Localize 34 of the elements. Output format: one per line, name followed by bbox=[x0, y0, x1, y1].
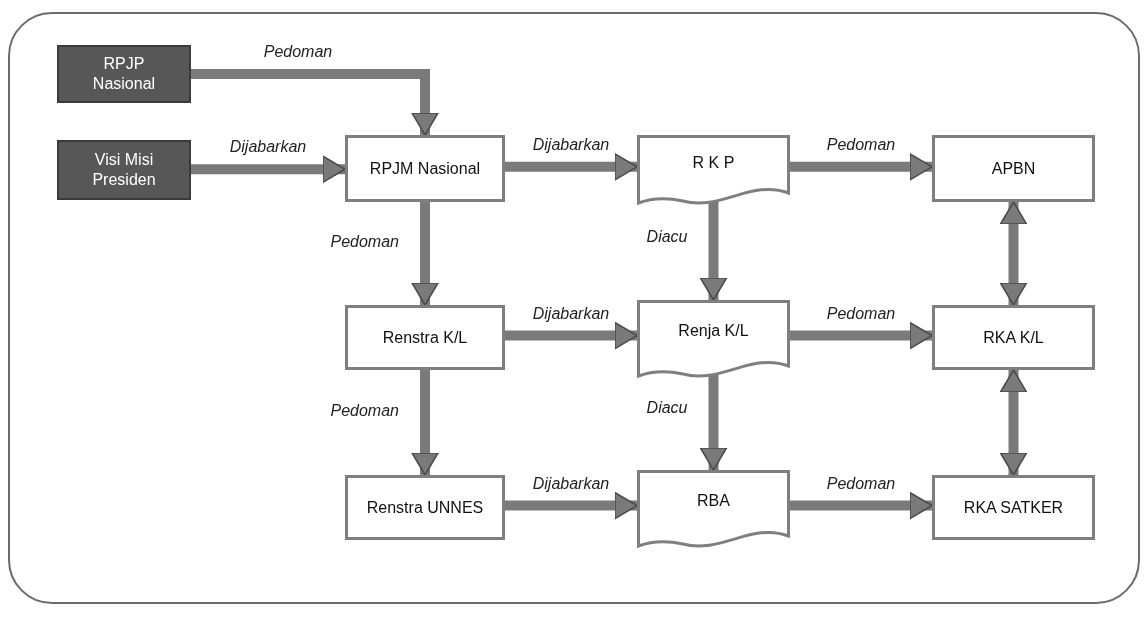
node-label: RKA SATKER bbox=[963, 497, 1064, 518]
arrow bbox=[790, 321, 933, 350]
process-box bbox=[345, 305, 505, 370]
document-shape bbox=[637, 135, 790, 207]
node-label: R K P bbox=[692, 153, 735, 174]
arrow bbox=[191, 69, 439, 136]
arrow bbox=[505, 491, 638, 520]
process-box bbox=[932, 135, 1095, 202]
arrow bbox=[999, 201, 1028, 306]
process-box bbox=[932, 305, 1095, 370]
node-label: Renstra K/L bbox=[382, 327, 468, 348]
arrow bbox=[790, 153, 933, 181]
arrow bbox=[999, 369, 1028, 476]
document-shape bbox=[637, 470, 790, 550]
node-label: RKA K/L bbox=[983, 327, 1044, 348]
node-label: RPJP Nasional bbox=[91, 54, 157, 94]
node-label: RBA bbox=[697, 491, 730, 512]
node-label: APBN bbox=[991, 158, 1036, 179]
arrow bbox=[505, 153, 638, 181]
process-box bbox=[57, 45, 191, 103]
arrow bbox=[411, 370, 439, 476]
arrow bbox=[411, 202, 439, 306]
arrow bbox=[790, 491, 933, 520]
process-box bbox=[57, 140, 191, 200]
arrow bbox=[191, 155, 346, 183]
arrow bbox=[505, 321, 638, 350]
process-box bbox=[345, 135, 505, 202]
node-label: RPJM Nasional bbox=[369, 158, 481, 179]
process-box bbox=[345, 475, 505, 540]
process-box bbox=[932, 475, 1095, 540]
node-label: Renstra UNNES bbox=[366, 497, 484, 518]
node-label: Renja K/L bbox=[678, 321, 749, 342]
document-shape bbox=[637, 300, 790, 380]
node-label: Visi Misi Presiden bbox=[91, 150, 157, 190]
